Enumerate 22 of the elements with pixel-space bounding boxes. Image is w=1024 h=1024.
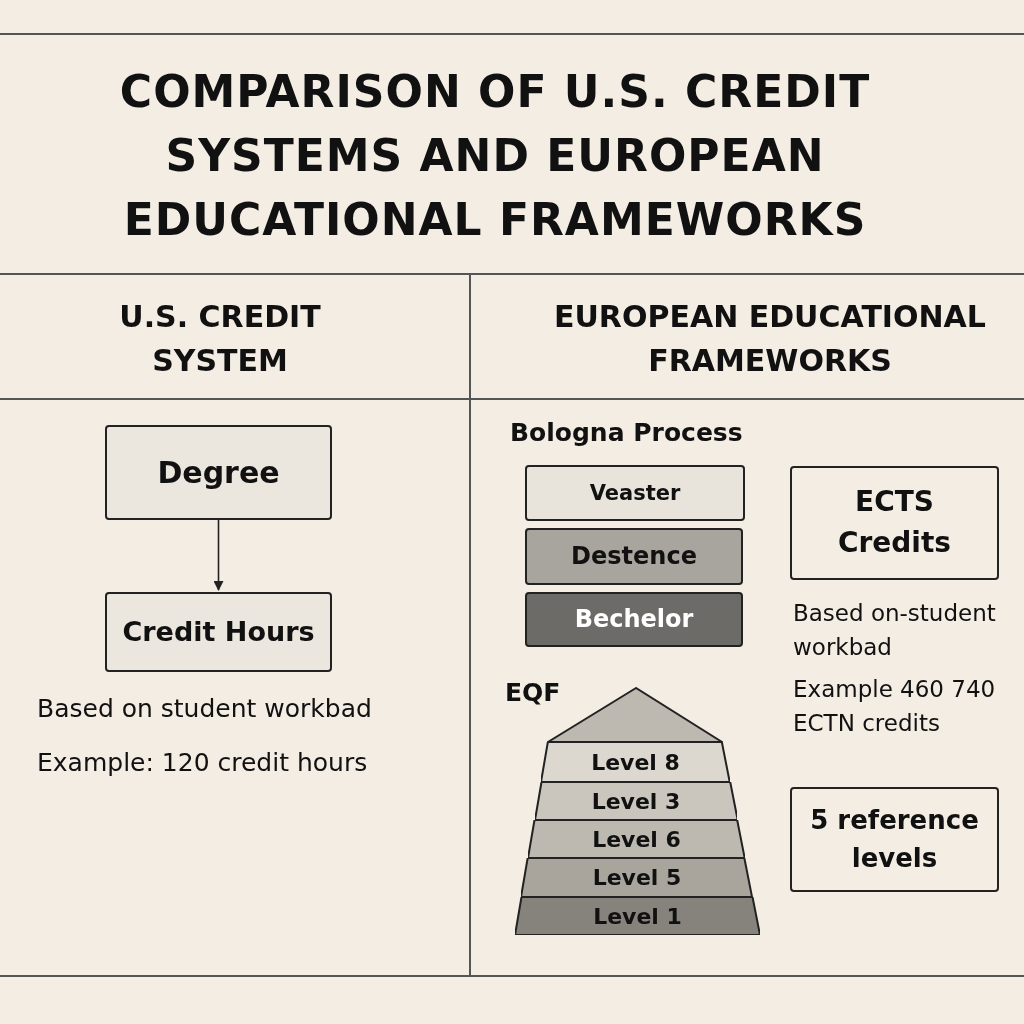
process-box: Credit Hours [105, 592, 332, 672]
note-text: Example: 120 credit hours [37, 748, 368, 777]
pyramid-level: Level 1 [515, 897, 760, 935]
note-text: Based on-student workbad [793, 599, 997, 662]
degree-bar: Bechelor [525, 592, 743, 647]
title: COMPARISON OF U.S. CREDIT SYSTEMS AND EUROPEAN EDUCATIONAL FRAMEWORKS [118, 65, 872, 247]
arrow [213, 519, 224, 591]
column-heading: EUROPEAN EDUCATIONAL FRAMEWORKS [553, 298, 987, 380]
group-heading: Bologna Process [510, 418, 743, 447]
info-box: ECTS Credits [790, 466, 999, 580]
pyramid-level: Level 6 [528, 820, 745, 858]
pyramid-level: Level 5 [521, 858, 753, 897]
group-heading: EQF [505, 678, 561, 707]
note-text: Example 460 740 ECTN credits [793, 675, 997, 738]
degree-bar: Destence [525, 528, 743, 585]
column-heading: U.S. CREDIT SYSTEM [118, 298, 322, 380]
info-box: 5 reference levels [790, 787, 999, 892]
pyramid-level: Level 8 [541, 742, 730, 782]
process-box: Degree [105, 425, 332, 520]
note-text: Based on student workbad [37, 694, 372, 723]
pyramid-level: Level 3 [534, 782, 738, 820]
degree-bar: Veaster [525, 465, 745, 521]
